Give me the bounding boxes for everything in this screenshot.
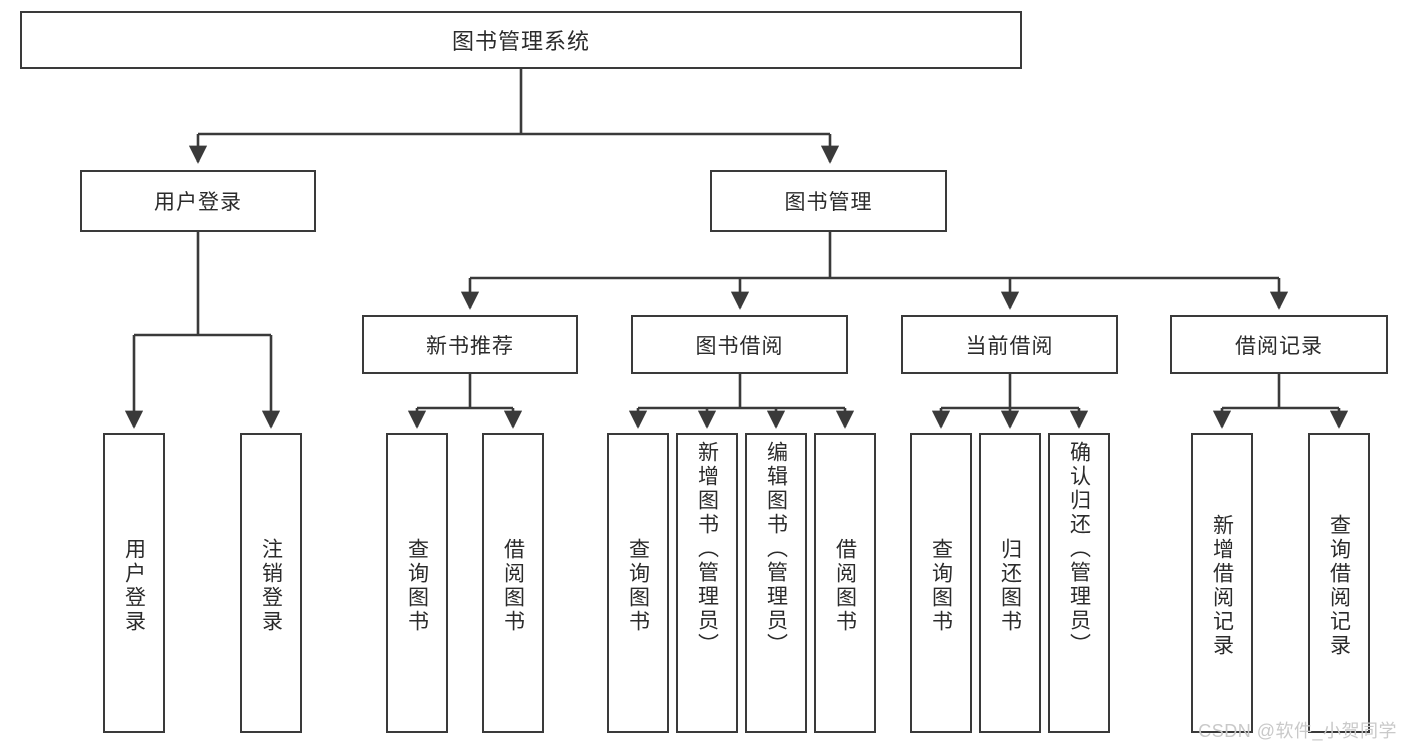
node-label: 用户登录 bbox=[154, 191, 242, 214]
node-label: 借阅图书 bbox=[833, 538, 857, 634]
node-label: 查询借阅记录 bbox=[1327, 514, 1351, 658]
leaf-records-add-record[interactable]: 新增借阅记录 bbox=[1191, 433, 1253, 733]
leaf-user-login-login[interactable]: 用户登录 bbox=[103, 433, 165, 733]
node-label: 图书管理系统 bbox=[451, 29, 590, 54]
watermark: CSDN @软件_小贺同学 bbox=[1198, 721, 1397, 741]
leaf-borrow-edit-book-admin[interactable]: 编辑图书（管理员） bbox=[745, 433, 807, 733]
node-label: 借阅记录 bbox=[1235, 334, 1323, 358]
leaf-current-query-book[interactable]: 查询图书 bbox=[910, 433, 972, 733]
node-label: 查询图书 bbox=[929, 538, 953, 634]
node-current-borrow[interactable]: 当前借阅 bbox=[901, 315, 1118, 374]
leaf-current-return-book[interactable]: 归还图书 bbox=[979, 433, 1041, 733]
leaf-current-confirm-return-admin[interactable]: 确认归还（管理员） bbox=[1048, 433, 1110, 733]
node-label: 注销登录 bbox=[259, 538, 283, 634]
leaf-user-login-logout[interactable]: 注销登录 bbox=[240, 433, 302, 733]
leaf-borrow-query-book[interactable]: 查询图书 bbox=[607, 433, 669, 733]
node-user-login[interactable]: 用户登录 bbox=[80, 170, 316, 232]
node-label: 图书借阅 bbox=[695, 334, 784, 358]
node-new-book-recommend[interactable]: 新书推荐 bbox=[362, 315, 578, 374]
node-book-management[interactable]: 图书管理 bbox=[710, 170, 947, 232]
node-label: 确认归还（管理员） bbox=[1067, 441, 1091, 657]
leaf-borrow-borrow-book[interactable]: 借阅图书 bbox=[814, 433, 876, 733]
leaf-new-book-query[interactable]: 查询图书 bbox=[386, 433, 448, 733]
leaf-records-query-record[interactable]: 查询借阅记录 bbox=[1308, 433, 1370, 733]
node-root-system[interactable]: 图书管理系统 bbox=[20, 11, 1022, 69]
leaf-new-book-borrow[interactable]: 借阅图书 bbox=[482, 433, 544, 733]
node-label: 编辑图书（管理员） bbox=[764, 441, 788, 657]
node-label: 新书推荐 bbox=[426, 334, 514, 358]
node-book-borrow[interactable]: 图书借阅 bbox=[631, 315, 848, 374]
node-label: 借阅图书 bbox=[501, 538, 525, 634]
node-label: 新增借阅记录 bbox=[1210, 514, 1234, 658]
leaf-borrow-add-book-admin[interactable]: 新增图书（管理员） bbox=[676, 433, 738, 733]
node-borrow-records[interactable]: 借阅记录 bbox=[1170, 315, 1388, 374]
node-label: 归还图书 bbox=[998, 538, 1022, 634]
node-label: 新增图书（管理员） bbox=[695, 441, 719, 657]
node-label: 查询图书 bbox=[626, 538, 650, 634]
node-label: 用户登录 bbox=[122, 538, 146, 634]
node-label: 图书管理 bbox=[784, 191, 873, 214]
node-label: 当前借阅 bbox=[965, 334, 1054, 358]
node-label: 查询图书 bbox=[405, 538, 429, 634]
